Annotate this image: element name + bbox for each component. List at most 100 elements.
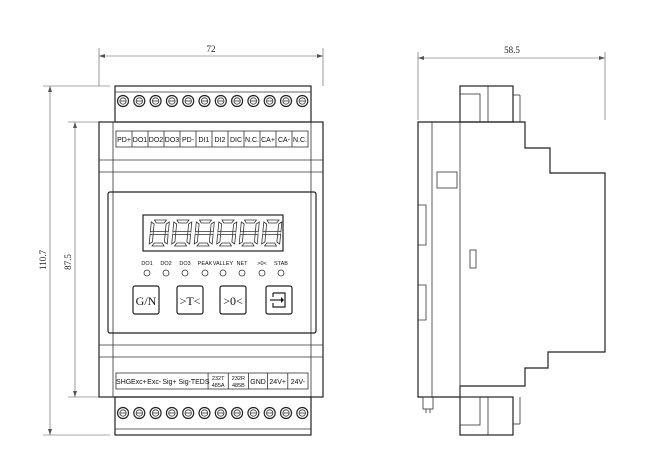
front-view: 72 110.7 87.5 [38, 44, 324, 436]
bottom-terminal-label: 232R [232, 376, 245, 382]
status-indicator: >0< [257, 261, 267, 277]
status-indicator: PEAK [198, 261, 213, 277]
indicator-label: DO2 [160, 261, 171, 267]
terminal-screw [263, 406, 276, 420]
indicator-led [162, 269, 170, 277]
enter-icon [270, 292, 286, 308]
button-row: G/N >T< >0< [132, 285, 293, 315]
display-digit [216, 219, 238, 247]
indicator-led [238, 269, 246, 277]
terminal-screw [149, 94, 162, 108]
tare-label: >T< [180, 294, 201, 308]
housing [98, 121, 324, 398]
bottom-terminal-label: SHG [116, 379, 131, 386]
terminal-screw [165, 94, 178, 108]
indicator-label: PEAK [198, 261, 213, 267]
indicator-label: STAB [274, 261, 288, 267]
terminal-screw [133, 94, 146, 108]
depth-dimension-label: 58.5 [504, 45, 520, 55]
indicator-led [277, 269, 285, 277]
top-terminal-label: CA+ [261, 137, 275, 144]
side-latch [469, 249, 477, 269]
terminal-screw [296, 406, 309, 420]
bottom-terminal-label: TEDS [191, 379, 210, 386]
terminal-screw [247, 94, 260, 108]
bottom-terminal-label: 232T [212, 376, 225, 382]
tare-button[interactable]: >T< [176, 285, 204, 315]
enter-button[interactable] [265, 285, 293, 315]
top-terminal-label: DI2 [215, 137, 226, 144]
side-clip [436, 171, 458, 189]
led-display [142, 214, 284, 252]
top-terminal-label: DO3 [165, 137, 180, 144]
bottom-terminal-label: GND [250, 379, 266, 386]
terminal-screw [149, 406, 162, 420]
terminal-screw [214, 406, 227, 420]
status-indicator: VALLEY [213, 261, 234, 277]
indicator-led [143, 269, 151, 277]
indicator-led [219, 269, 227, 277]
terminal-screw [214, 94, 227, 108]
status-indicator: NET [237, 261, 249, 277]
status-indicator: DO3 [179, 261, 191, 277]
terminal-screw [247, 406, 260, 420]
status-indicator: DO1 [141, 261, 153, 277]
zero-label: >0< [223, 294, 243, 308]
display-digit [261, 219, 283, 247]
depth-dimension: 58.5 [417, 45, 606, 120]
body-height-label: 87.5 [63, 254, 73, 270]
top-terminal-label: CA- [278, 137, 291, 144]
top-terminal-label: PD- [182, 137, 195, 144]
bottom-terminal-label: Exc+ [131, 379, 147, 386]
indicator-label: VALLEY [213, 261, 234, 267]
terminal-screw [296, 94, 309, 108]
top-terminal-block [114, 85, 312, 123]
width-dimension: 72 [98, 44, 324, 86]
body-height-dimension: 87.5 [63, 121, 110, 398]
indicator-led [201, 269, 209, 277]
terminal-screw [231, 406, 244, 420]
gross-net-button[interactable]: G/N [132, 285, 160, 315]
bottom-terminal-label: 485A [212, 383, 225, 389]
bottom-terminal-label: 24V- [291, 379, 306, 386]
bottom-terminal-label: Exc- [147, 379, 162, 386]
top-terminal-label: DIC [230, 137, 242, 144]
bottom-terminal-block [114, 396, 312, 436]
top-terminal-label: DO2 [149, 137, 164, 144]
side-top-connector [459, 85, 521, 123]
bottom-terminal-label: Sig+ [162, 379, 176, 386]
terminal-screw [198, 406, 211, 420]
terminal-screw [116, 406, 130, 420]
terminal-screw [263, 94, 276, 108]
indicator-label: >0< [257, 261, 266, 267]
top-terminal-label: N.C. [245, 137, 259, 144]
terminal-screw [182, 406, 195, 420]
terminal-screw [279, 94, 293, 108]
terminal-screw [279, 406, 293, 420]
side-bottom-connector [422, 396, 521, 436]
indicator-led [181, 269, 189, 277]
width-dimension-label: 72 [207, 44, 216, 54]
housing-inner [112, 121, 312, 398]
display-digit [171, 219, 193, 247]
bottom-terminal-label: 485B [232, 383, 245, 389]
gross-net-label: G/N [136, 294, 157, 308]
front-panel [107, 191, 317, 334]
display-digit [148, 219, 170, 247]
indicator-label: NET [237, 261, 249, 267]
indicator-led [258, 269, 266, 277]
top-terminal-label: DO1 [133, 137, 148, 144]
indicator-label: DO1 [141, 261, 152, 267]
terminal-screw [165, 406, 178, 420]
top-terminal-label: DI1 [199, 137, 210, 144]
indicator-label: DO3 [179, 261, 190, 267]
total-height-label: 110.7 [38, 250, 48, 270]
zero-button[interactable]: >0< [219, 285, 247, 315]
side-body [417, 121, 606, 398]
total-height-dimension: 110.7 [38, 85, 110, 436]
terminal-screw [231, 94, 244, 108]
display-digit [193, 219, 215, 247]
